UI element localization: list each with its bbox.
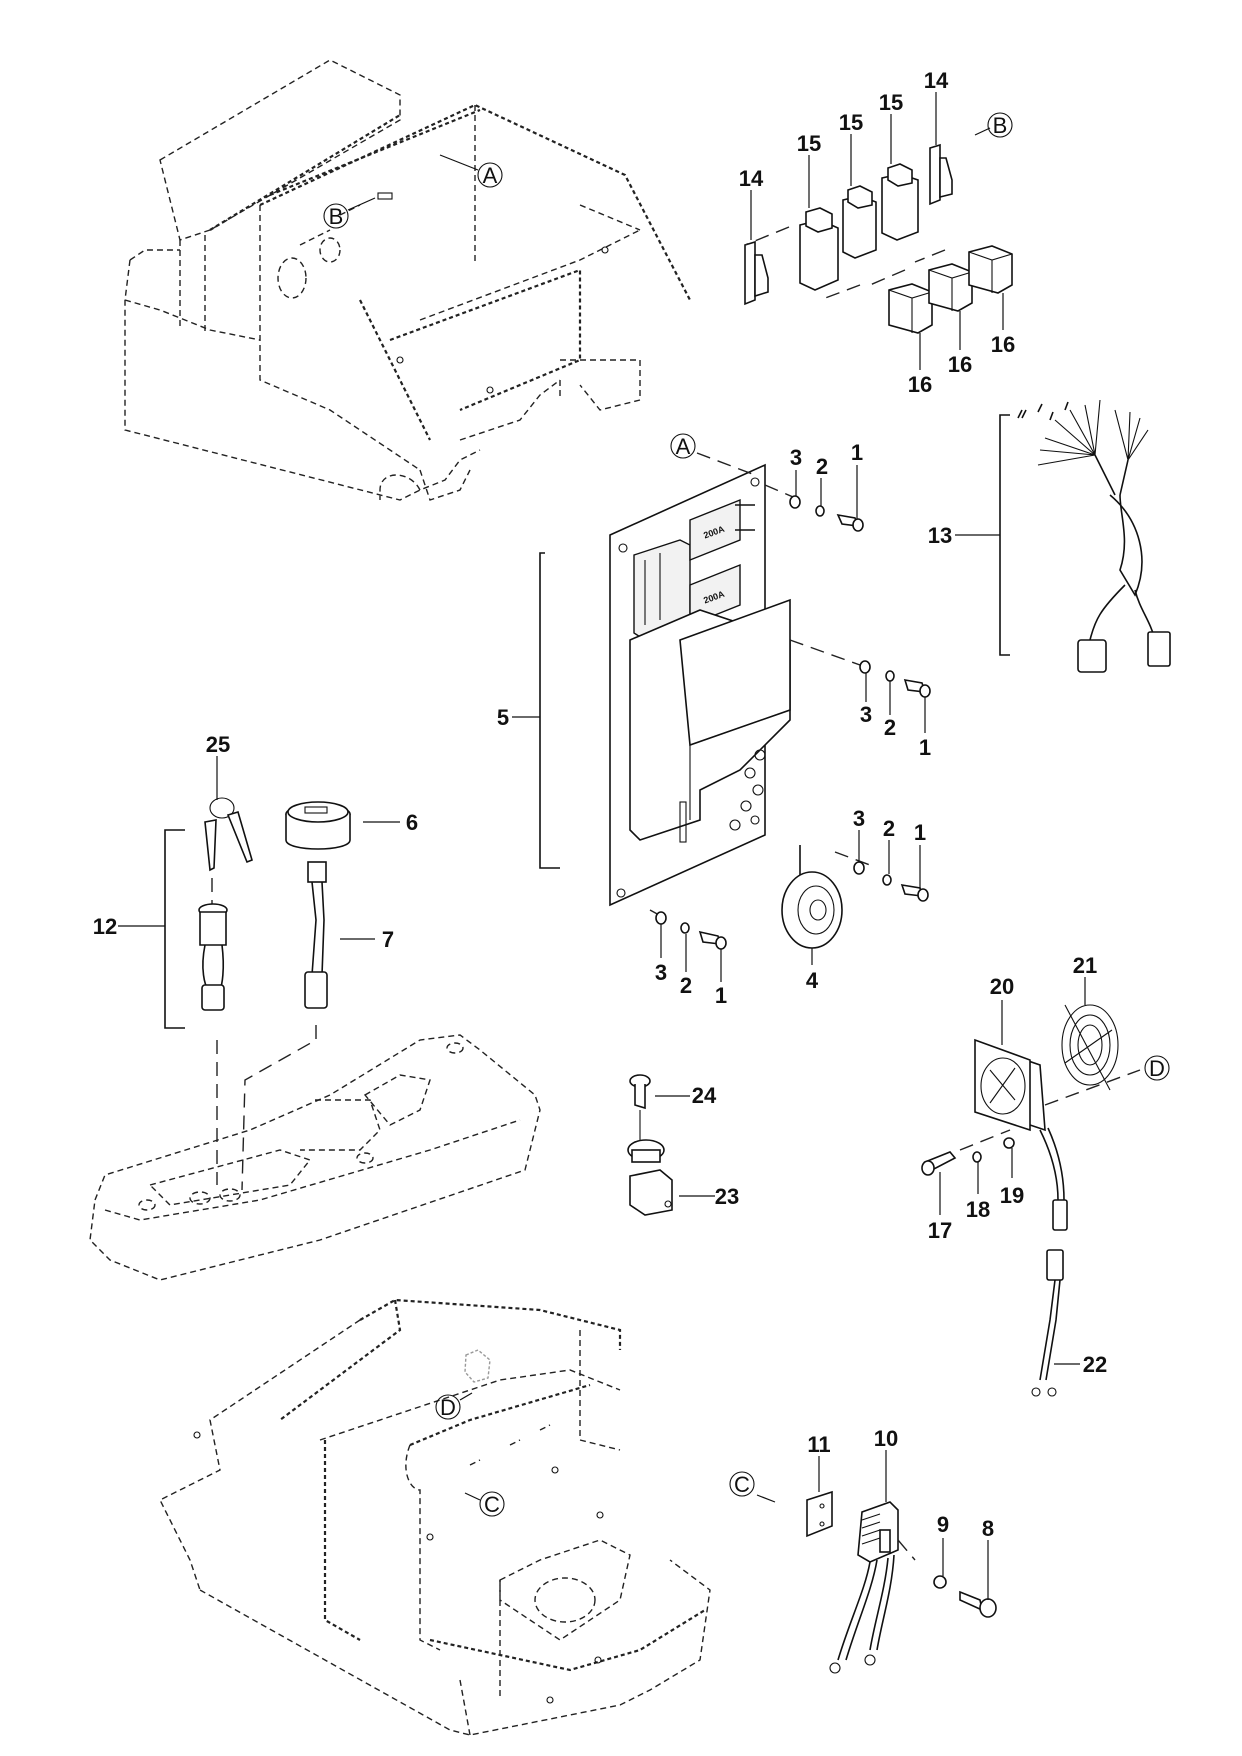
svg-text:15: 15 [839,110,863,135]
svg-text:C: C [484,1492,500,1517]
horn: 4 [781,845,843,993]
ref-marker-c-chassis: C [464,1491,505,1517]
svg-text:2: 2 [816,454,828,479]
svg-text:14: 14 [739,166,764,191]
relay-bracket-right: 14 [924,68,953,206]
svg-text:16: 16 [991,332,1015,357]
relay-bracket-left: 14 [739,166,769,306]
svg-text:12: 12 [93,914,117,939]
svg-text:C: C [734,1472,750,1497]
svg-text:10: 10 [874,1426,898,1451]
fastener-set-upper: 3 2 1 [764,440,864,532]
svg-text:24: 24 [692,1083,717,1108]
ignition-switch [198,878,228,1011]
motor-controller [629,598,791,843]
svg-text:16: 16 [908,372,932,397]
svg-text:A: A [676,434,691,459]
svg-text:2: 2 [883,816,895,841]
relay-3: 16 [968,245,1015,357]
svg-text:8: 8 [982,1516,994,1541]
svg-text:2: 2 [680,973,692,998]
svg-text:25: 25 [206,732,230,757]
svg-text:1: 1 [851,440,863,465]
svg-text:18: 18 [966,1197,990,1222]
fan-fasteners: 17 18 19 [921,1129,1024,1243]
relay-2: 16 [928,263,973,377]
svg-text:15: 15 [879,90,903,115]
fan-extension-cable: 22 [1031,1249,1107,1397]
svg-text:7: 7 [382,927,394,952]
svg-text:D: D [1149,1056,1165,1081]
svg-text:16: 16 [948,352,972,377]
top-chassis-cover [124,59,691,501]
svg-text:1: 1 [914,820,926,845]
ref-marker-d-fan: D [1044,1055,1170,1106]
svg-text:D: D [440,1395,456,1420]
battery-connector: 10 [857,1426,899,1563]
emergency-stop-button: 23 [627,1110,739,1216]
svg-text:A: A [483,163,498,188]
svg-text:9: 9 [937,1512,949,1537]
svg-text:17: 17 [928,1218,952,1243]
svg-text:4: 4 [806,968,819,993]
bracket-12: 12 [93,829,185,1029]
svg-text:B: B [329,204,344,229]
wiring-harness: 13 [928,399,1171,673]
svg-text:14: 14 [924,68,949,93]
svg-text:1: 1 [715,983,727,1008]
svg-text:3: 3 [790,445,802,470]
fastener-set-lower-left: 3 2 1 [649,909,727,1008]
ref-marker-b-top: B [323,192,393,229]
ref-marker-a-plate: A [670,433,756,476]
svg-text:3: 3 [655,960,667,985]
screw-24: 24 [629,1074,717,1110]
fan-mount-hole [464,1349,491,1383]
fastener-set-lower-right: 3 2 1 [834,806,929,902]
fan-cable [1039,1127,1068,1231]
lower-chassis-frame [159,1298,711,1736]
connector-cables [829,1554,895,1674]
ref-marker-c-connector: C [729,1471,776,1503]
fan-guard: 21 [1061,953,1119,1091]
svg-text:21: 21 [1073,953,1097,978]
cooling-fan: 20 [974,974,1046,1132]
svg-text:20: 20 [990,974,1014,999]
connector-fasteners: 9 8 [897,1512,997,1618]
connector-mounting-plate: 11 [806,1432,833,1538]
svg-text:3: 3 [853,806,865,831]
console-cover [89,1025,541,1281]
svg-text:B: B [993,113,1008,138]
main-fuse-upper: 200A [689,498,755,562]
svg-text:3: 3 [860,702,872,727]
relay-assembly-lines [744,226,946,301]
svg-text:5: 5 [497,705,509,730]
ignition-keys: 25 [204,732,253,872]
svg-text:11: 11 [807,1432,830,1457]
relay-socket-3: 15 [879,90,919,241]
svg-text:1: 1 [919,735,931,760]
relay-socket-1: 15 [797,131,839,291]
ref-marker-b-relays: B [974,112,1013,138]
ref-marker-a-top: A [439,154,503,188]
svg-text:15: 15 [797,131,821,156]
svg-text:13: 13 [928,523,952,548]
ref-marker-d-chassis: D [435,1392,473,1420]
svg-text:6: 6 [406,810,418,835]
svg-text:22: 22 [1083,1352,1107,1377]
bracket-5: 5 [497,552,560,869]
svg-text:19: 19 [1000,1183,1024,1208]
relay-1: 16 [888,283,933,397]
svg-text:2: 2 [884,715,896,740]
svg-text:23: 23 [715,1184,739,1209]
display-cable: 7 [304,861,394,1009]
relay-socket-2: 15 [839,110,877,259]
hour-meter-display: 6 [285,801,418,850]
fastener-set-middle: 3 2 1 [789,639,931,760]
